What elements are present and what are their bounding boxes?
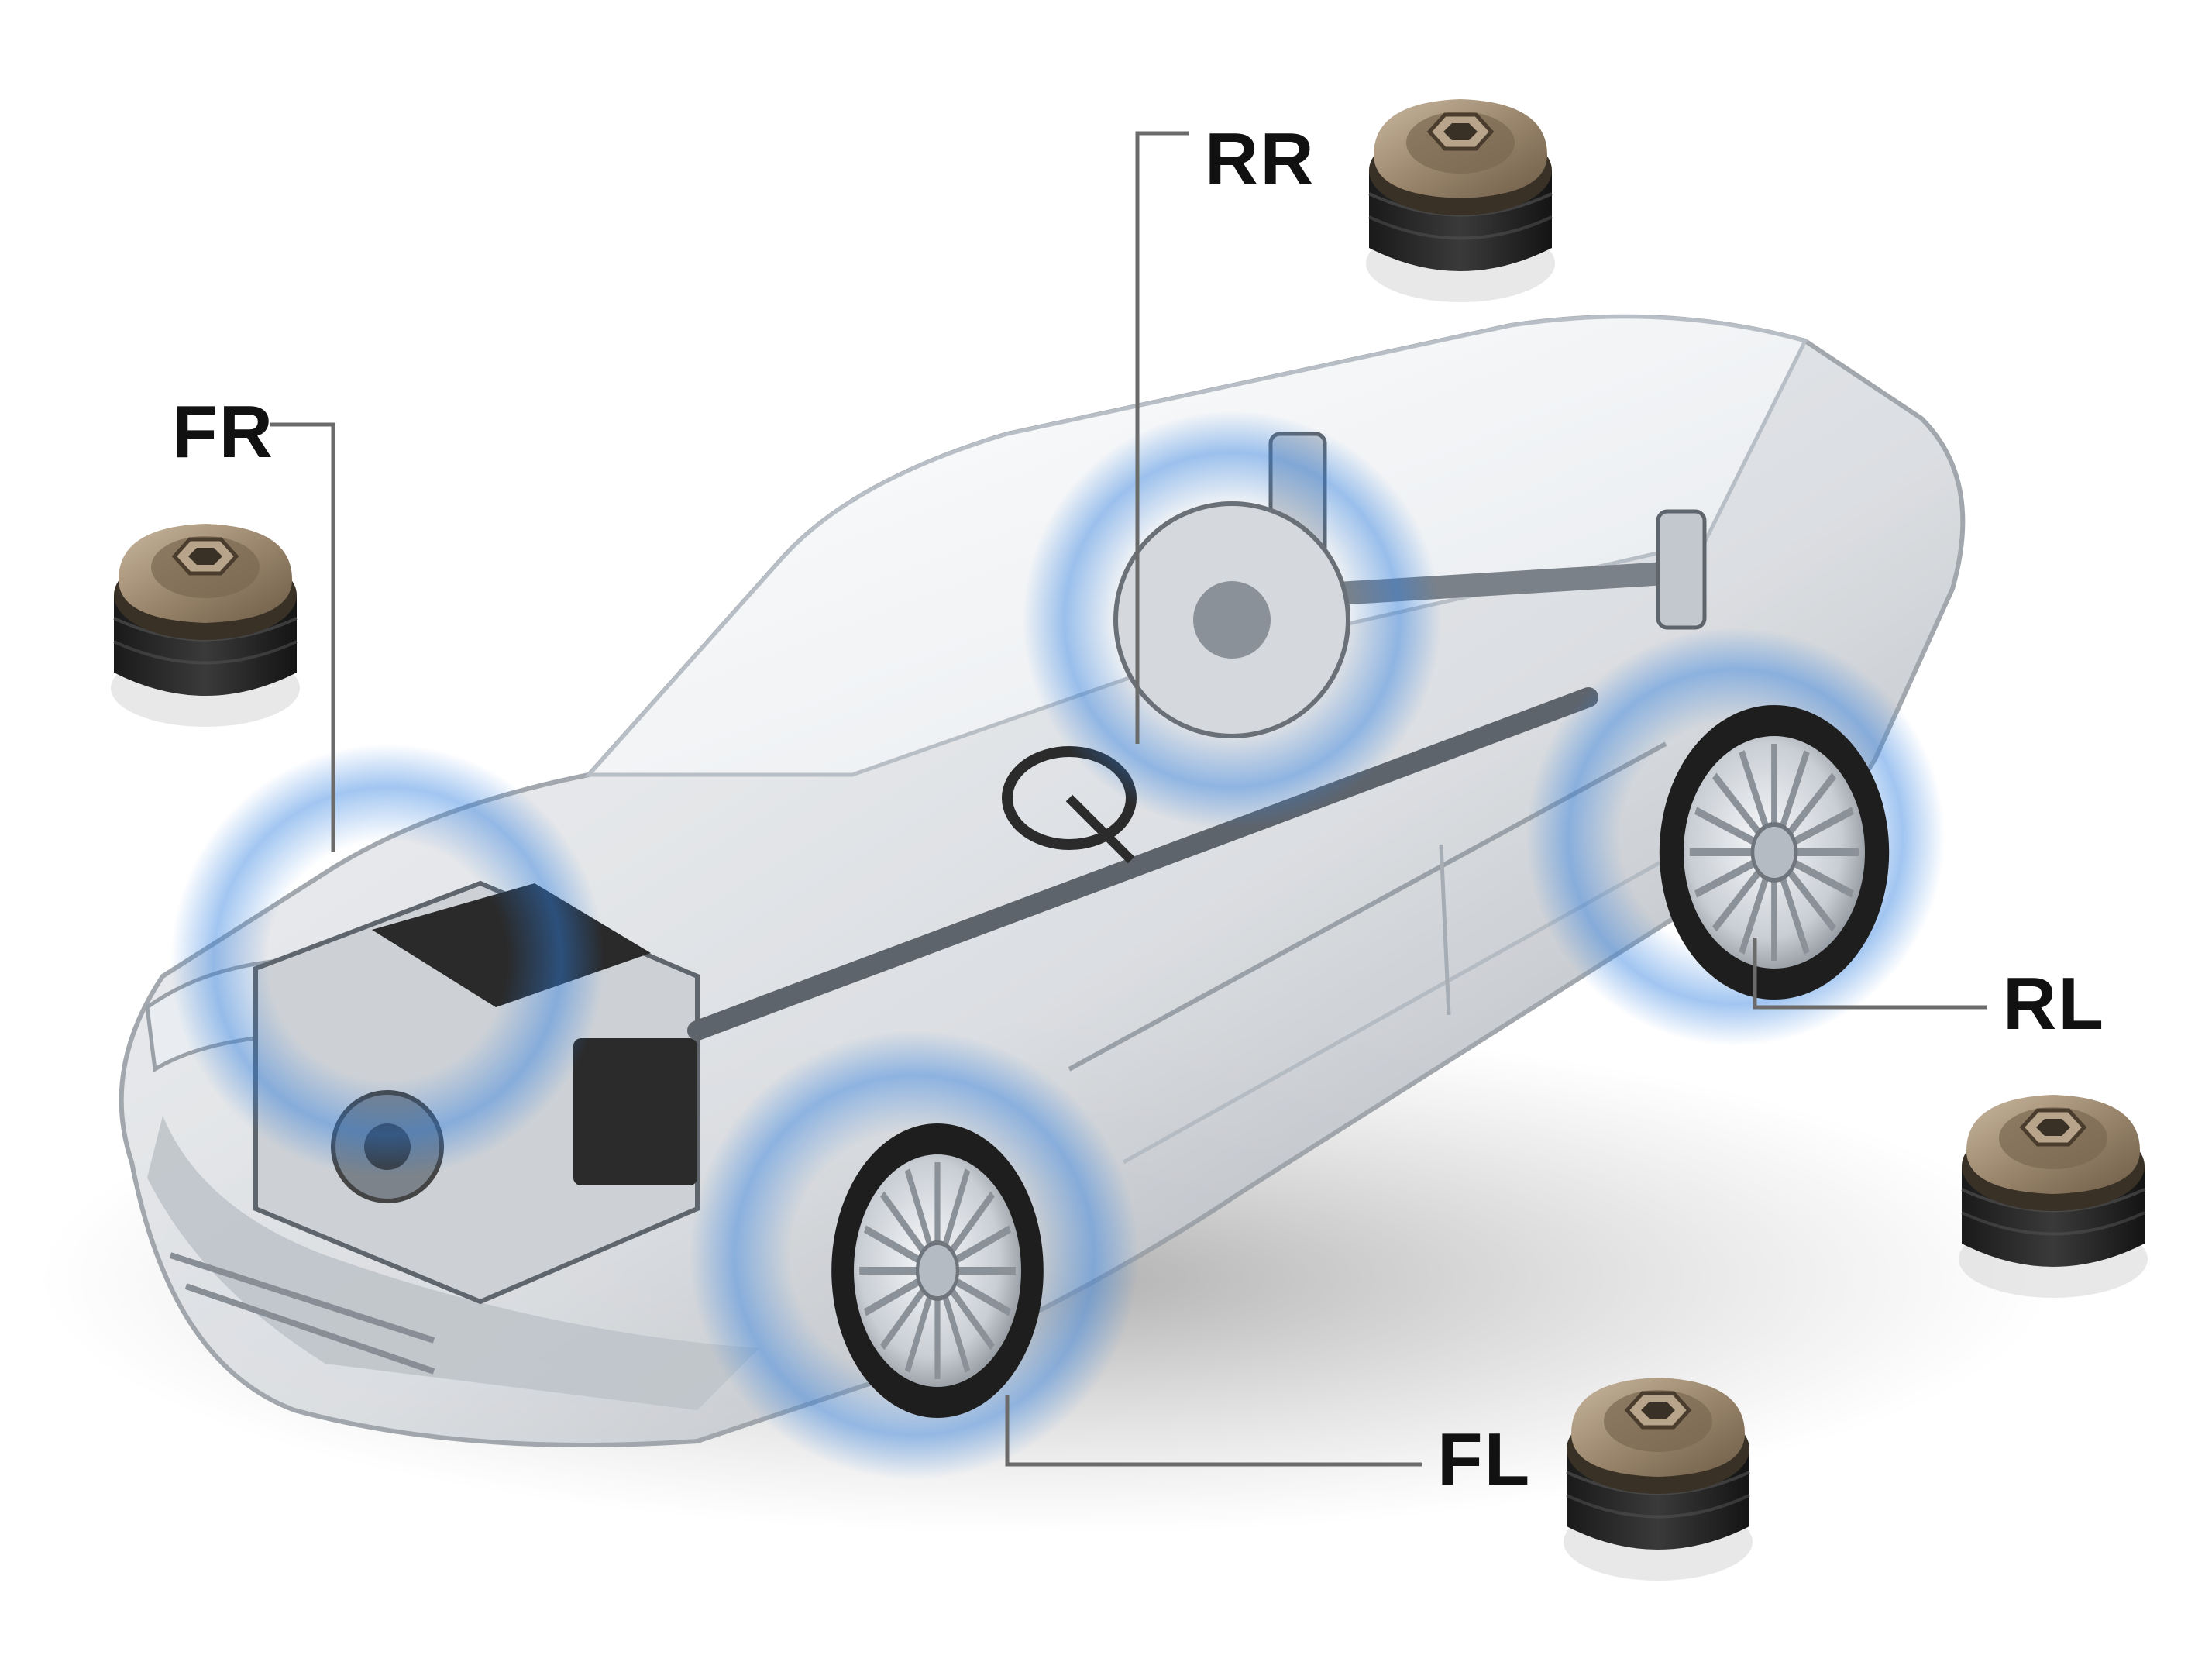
sensor-fr-icon [111, 524, 300, 727]
label-fr: FR [172, 391, 274, 473]
sensor-fl-icon [1564, 1378, 1753, 1581]
wheel-rear-right [1023, 411, 1441, 829]
label-rr: RR [1205, 118, 1316, 201]
wheel-front-right [170, 744, 604, 1178]
sensor-rr-icon [1366, 99, 1555, 302]
wheel-rear-left [1526, 628, 1945, 1046]
leader-line-rr [1135, 131, 1189, 744]
label-rl: RL [2003, 962, 2105, 1045]
sensor-rl-icon [1959, 1095, 2148, 1298]
leader-line-fr [270, 422, 335, 852]
label-fl: FL [1437, 1418, 1532, 1501]
leader-line-rl [1753, 938, 1987, 1010]
wheel-front-left [690, 1031, 1139, 1480]
leader-lines [270, 131, 1987, 1467]
leader-line-fl [1005, 1395, 1422, 1467]
